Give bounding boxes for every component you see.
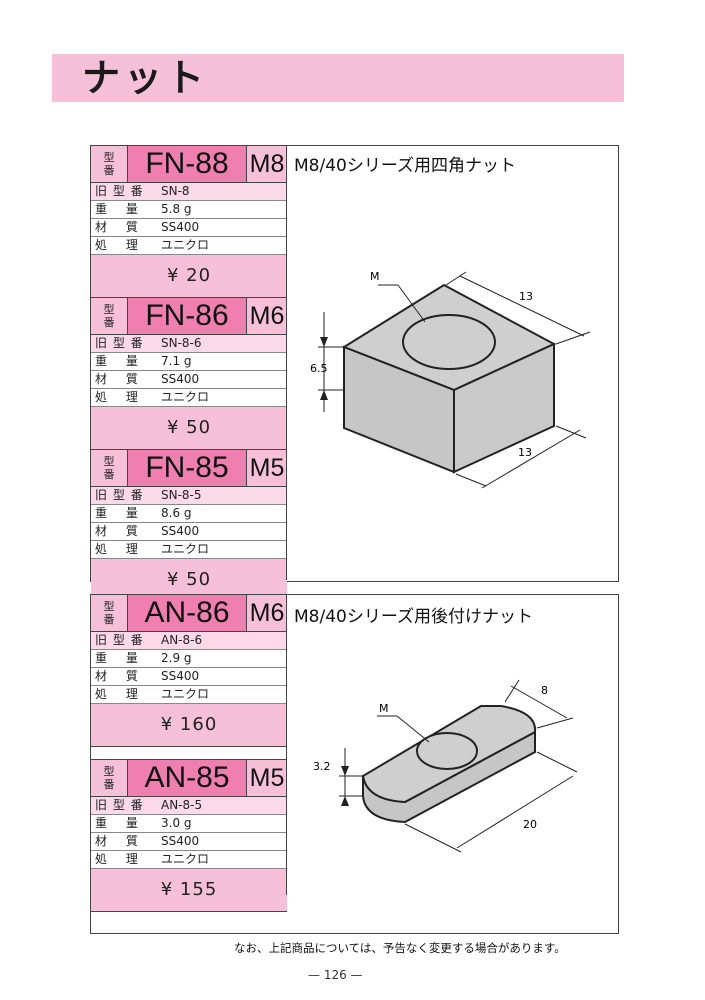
spec-finish: 処 理ユニクロ <box>91 541 287 559</box>
table-divider <box>286 595 287 895</box>
dim-height: 3.2 <box>313 760 331 773</box>
dim-top: 13 <box>519 290 533 303</box>
section-description: M8/40シリーズ用後付けナット <box>294 607 533 627</box>
model-row: 型番 FN-88 M8 <box>91 146 287 183</box>
spec-finish: 処 理ユニクロ <box>91 389 287 407</box>
dim-length: 20 <box>523 818 537 831</box>
table-divider <box>286 146 287 580</box>
model-kata-label: 型番 <box>91 450 128 486</box>
thread-size: M8 <box>247 146 287 182</box>
model-row: 型番 AN-86 M6 <box>91 595 287 632</box>
model-kata-label: 型番 <box>91 146 128 182</box>
dim-width: 8 <box>541 684 548 697</box>
footer-note: なお、上記商品については、予告なく変更する場合があります。 <box>234 941 566 955</box>
model-kata-label: 型番 <box>91 760 128 796</box>
spec-finish: 処 理ユニクロ <box>91 237 287 255</box>
price: ¥ 160 <box>91 704 287 747</box>
page-number: — 126 — <box>308 968 363 982</box>
model-row: 型番 AN-85 M5 <box>91 759 287 797</box>
label-m: M <box>370 270 380 283</box>
label-m: M <box>379 702 389 715</box>
title-band <box>52 54 624 102</box>
table-gap <box>91 747 287 759</box>
spec-finish: 処 理ユニクロ <box>91 851 287 869</box>
price: ¥ 155 <box>91 869 287 912</box>
thread-size: M5 <box>247 450 287 486</box>
price: ¥ 20 <box>91 255 287 298</box>
thread-size: M6 <box>247 595 287 631</box>
page-title: ナット <box>82 56 209 100</box>
spec-finish: 処 理ユニクロ <box>91 686 287 704</box>
model-number: AN-85 <box>128 760 247 796</box>
model-kata-label: 型番 <box>91 595 128 631</box>
thread-size: M6 <box>247 298 287 334</box>
section-description: M8/40シリーズ用四角ナット <box>294 156 516 176</box>
thread-size: M5 <box>247 760 287 796</box>
model-number: AN-86 <box>128 595 247 631</box>
model-number: FN-86 <box>128 298 247 334</box>
price: ¥ 50 <box>91 407 287 450</box>
model-number: FN-88 <box>128 146 247 182</box>
square-nut-drawing: M 13 13 6.5 <box>310 270 591 489</box>
model-row: 型番 FN-86 M6 <box>91 298 287 335</box>
dim-bottom: 13 <box>518 446 532 459</box>
dim-height: 6.5 <box>310 362 328 375</box>
model-row: 型番 FN-85 M5 <box>91 450 287 487</box>
drop-in-nut-drawing: M 8 3.2 20 <box>313 679 578 853</box>
model-number: FN-85 <box>128 450 247 486</box>
model-kata-label: 型番 <box>91 298 128 334</box>
